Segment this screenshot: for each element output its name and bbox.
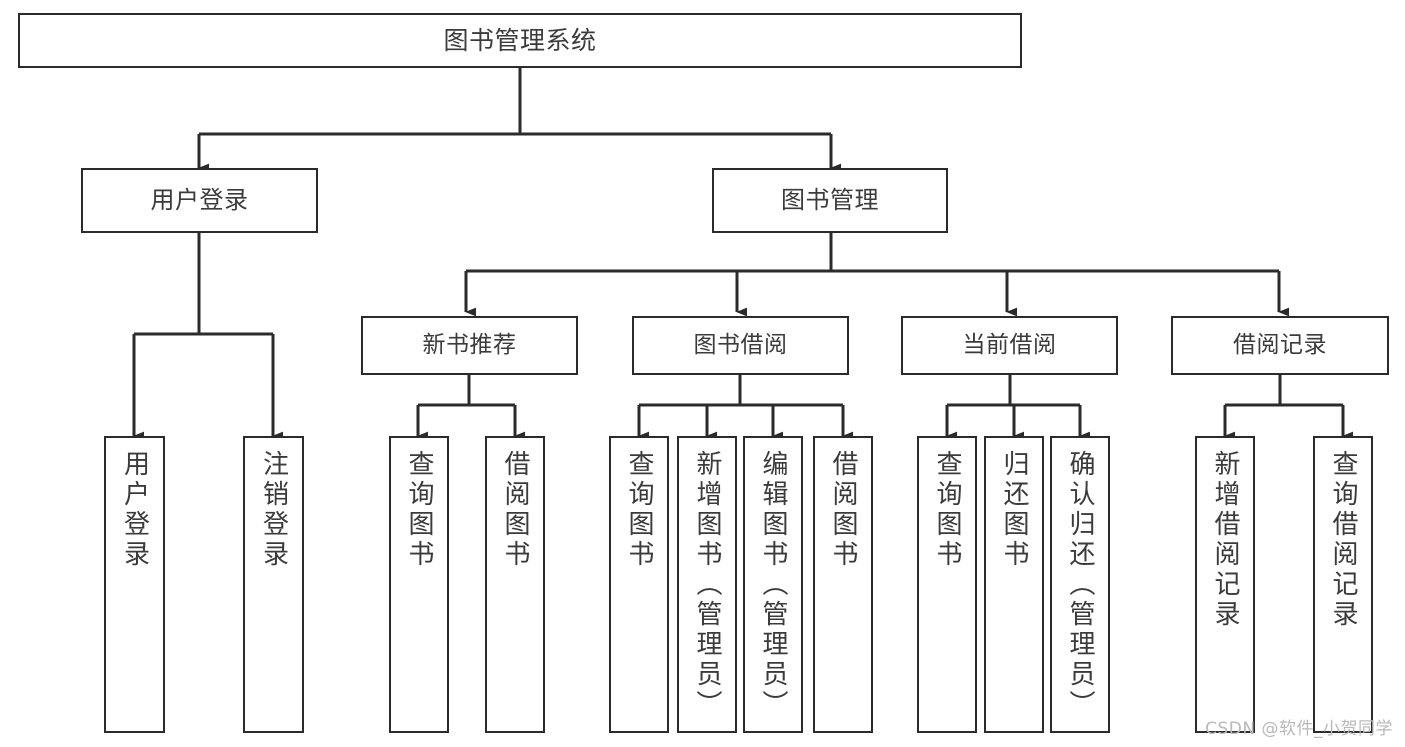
node-book-management-system[interactable]: 图书管理系统 bbox=[18, 13, 1022, 68]
node-label: 查询图书 bbox=[932, 450, 962, 570]
leaf-user-login-login[interactable]: 用户登录 bbox=[104, 436, 165, 733]
leaf-user-login-logout[interactable]: 注销登录 bbox=[243, 436, 304, 733]
leaf-new-book-borrow[interactable]: 借阅图书 bbox=[485, 436, 545, 733]
leaf-borrow-add-book-admin[interactable]: 新增图书（管理员） bbox=[677, 436, 737, 733]
node-label: 借阅图书 bbox=[828, 450, 858, 570]
node-label: 确认归还（管理员） bbox=[1065, 450, 1095, 720]
node-label: 借阅图书 bbox=[500, 450, 530, 570]
node-label: 借阅记录 bbox=[1233, 332, 1327, 359]
node-label: 用户登录 bbox=[150, 185, 249, 214]
node-label: 编辑图书（管理员） bbox=[758, 450, 788, 720]
leaf-current-confirm-return-admin[interactable]: 确认归还（管理员） bbox=[1050, 436, 1110, 733]
leaf-borrow-query-book[interactable]: 查询图书 bbox=[609, 436, 669, 733]
leaf-borrow-edit-book-admin[interactable]: 编辑图书（管理员） bbox=[743, 436, 803, 733]
node-label: 图书借阅 bbox=[693, 332, 788, 359]
node-book-borrow[interactable]: 图书借阅 bbox=[632, 316, 849, 375]
node-label: 新增借阅记录 bbox=[1210, 450, 1240, 630]
node-label: 归还图书 bbox=[999, 450, 1029, 570]
node-label: 查询借阅记录 bbox=[1328, 450, 1358, 630]
node-label: 用户登录 bbox=[119, 450, 150, 570]
node-label: 图书管理系统 bbox=[443, 26, 597, 55]
leaf-record-query-record[interactable]: 查询借阅记录 bbox=[1313, 436, 1373, 733]
node-label: 查询图书 bbox=[624, 450, 654, 570]
node-label: 新增图书（管理员） bbox=[692, 450, 722, 720]
watermark: CSDN @软件_小贺同学 bbox=[1205, 719, 1393, 739]
leaf-record-add-record[interactable]: 新增借阅记录 bbox=[1195, 436, 1255, 733]
node-borrow-record[interactable]: 借阅记录 bbox=[1171, 316, 1389, 375]
leaf-current-query-book[interactable]: 查询图书 bbox=[917, 436, 977, 733]
leaf-borrow-borrow-book[interactable]: 借阅图书 bbox=[813, 436, 873, 733]
node-new-book-recommend[interactable]: 新书推荐 bbox=[361, 316, 578, 375]
node-book-management[interactable]: 图书管理 bbox=[712, 168, 948, 233]
node-label: 当前借阅 bbox=[962, 332, 1057, 359]
leaf-current-return-book[interactable]: 归还图书 bbox=[984, 436, 1044, 733]
node-label: 图书管理 bbox=[781, 185, 879, 214]
node-user-login[interactable]: 用户登录 bbox=[81, 168, 318, 233]
node-label: 查询图书 bbox=[404, 450, 434, 570]
leaf-new-book-query[interactable]: 查询图书 bbox=[389, 436, 449, 733]
node-current-borrow[interactable]: 当前借阅 bbox=[901, 316, 1118, 375]
node-label: 新书推荐 bbox=[422, 332, 517, 359]
node-label: 注销登录 bbox=[258, 450, 289, 570]
